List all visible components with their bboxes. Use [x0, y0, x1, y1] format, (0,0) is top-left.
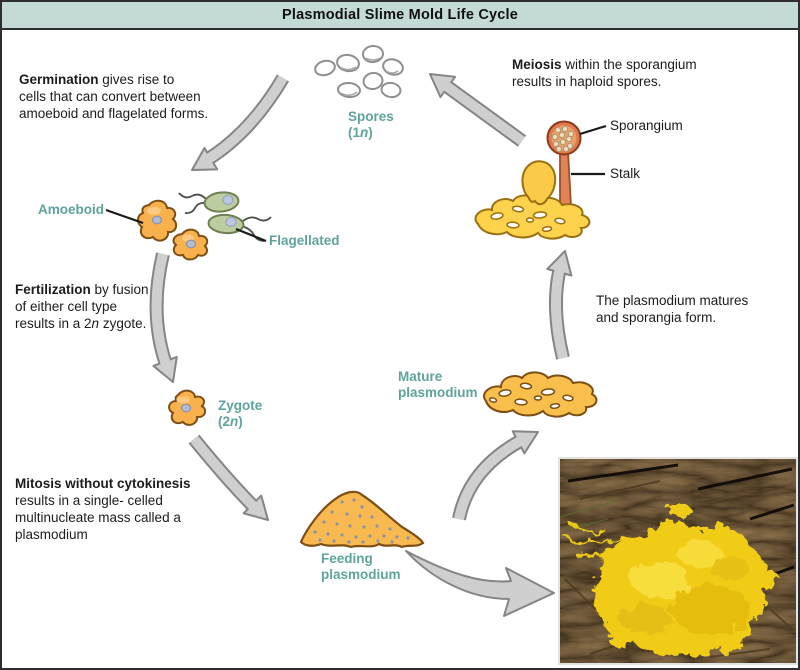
spores-ploidy-n: n: [360, 125, 369, 141]
annotation-germination-line1: gives rise to: [98, 72, 175, 87]
flagellated-leader-line: [235, 227, 267, 243]
spores-cluster-icon: [314, 44, 404, 99]
sporangium-structure-icon: [474, 120, 591, 240]
spores-ploidy-open: (1: [348, 125, 361, 141]
mature-plasmodium-icon: [483, 371, 598, 418]
annotation-mitosis-line3: multinucleate mass called a: [15, 509, 181, 525]
annotation-meiosis-line2: results in haploid spores.: [512, 73, 662, 89]
flagellated-label: Flagellated: [269, 233, 340, 248]
annotation-meiosis-lead: Meiosis: [512, 57, 562, 72]
annotation-fertilization-line3-pre: results in a 2: [15, 315, 92, 331]
arrow-sporangium-to-spores-icon: [429, 73, 527, 147]
amoeboid-label: Amoeboid: [38, 202, 104, 217]
feeding-label-line2: plasmodium: [321, 567, 401, 583]
mature-label-line2: plasmodium: [398, 385, 478, 401]
feeding-plasmodium-label: Feeding plasmodium: [321, 551, 401, 583]
zygote-ploidy-open: (2: [218, 414, 231, 430]
arrow-amoeboid-to-zygote-icon: [149, 252, 178, 383]
feeding-label-line1: Feeding: [321, 551, 373, 566]
arrow-mature-to-sporangium-icon: [546, 250, 573, 360]
annotation-maturation-line2: and sporangia form.: [596, 309, 717, 325]
annotation-fertilization-lead: Fertilization: [15, 282, 91, 297]
flagellated-cells-icon: [178, 191, 272, 242]
annotation-mitosis-line2: results in a single- celled: [15, 492, 163, 508]
annotation-mitosis: Mitosis without cytokinesis results in a…: [15, 476, 191, 544]
annotation-mitosis-lead: Mitosis without cytokinesis: [15, 476, 191, 491]
slime-mold-photo: [558, 457, 798, 665]
annotation-fertilization-line3-post: zygote.: [99, 315, 147, 331]
zygote-ploidy-n: n: [230, 414, 239, 430]
arrow-feeding-to-photo-icon: [405, 550, 555, 617]
stalk-icon: [559, 149, 572, 208]
annotation-germination: Germination gives rise to cells that can…: [19, 72, 208, 123]
page-title: Plasmodial Slime Mold Life Cycle: [281, 7, 519, 23]
title-bar: Plasmodial Slime Mold Life Cycle: [2, 2, 798, 30]
annotation-fertilization-italic-n: n: [91, 315, 100, 331]
zygote-ploidy-close: ): [238, 414, 243, 430]
zygote-label-name: Zygote: [218, 398, 263, 413]
annotation-fertilization-line1: by fusion: [90, 282, 149, 297]
stalk-label: Stalk: [610, 166, 641, 181]
arrow-spores-to-amoeboid-icon: [191, 74, 290, 171]
slime-mold-photo-art: [559, 459, 796, 663]
annotation-meiosis-line1: within the sporangium: [561, 57, 697, 72]
amoeboid-cells-icon: [137, 199, 209, 261]
mature-label-line1: Mature: [398, 369, 443, 384]
feeding-plasmodium-icon: [299, 490, 425, 549]
arrow-feeding-to-mature-icon: [452, 430, 539, 521]
mature-plasmodium-label: Mature plasmodium: [398, 369, 478, 401]
annotation-germination-line2: cells that can convert between: [19, 88, 201, 104]
spores-ploidy-close: ): [368, 125, 373, 141]
zygote-label: Zygote (2n): [218, 398, 262, 430]
annotation-maturation: The plasmodium matures and sporangia for…: [596, 293, 748, 327]
sporangium-label: Sporangium: [610, 118, 683, 133]
zygote-cell-icon: [168, 389, 207, 426]
spores-label-name: Spores: [348, 109, 394, 124]
annotation-mitosis-line4: plasmodium: [15, 526, 88, 542]
developing-sporangium-icon: [521, 160, 557, 206]
leader-lines: [105, 124, 607, 243]
annotation-germination-lead: Germination: [19, 72, 99, 87]
sporangium-leader-line: [579, 124, 607, 136]
arrow-zygote-to-feeding-icon: [188, 434, 269, 521]
annotation-fertilization: Fertilization by fusion of either cell t…: [15, 282, 149, 333]
spores-label: Spores (1n): [348, 109, 394, 141]
annotation-germination-line3: amoeboid and flagelated forms.: [19, 105, 209, 121]
annotation-meiosis: Meiosis within the sporangium results in…: [512, 57, 697, 91]
annotation-maturation-line1: The plasmodium matures: [596, 293, 749, 308]
amoeboid-leader-line: [105, 208, 144, 225]
sporangium-head-icon: [546, 120, 582, 156]
annotation-fertilization-line2: of either cell type: [15, 298, 118, 314]
